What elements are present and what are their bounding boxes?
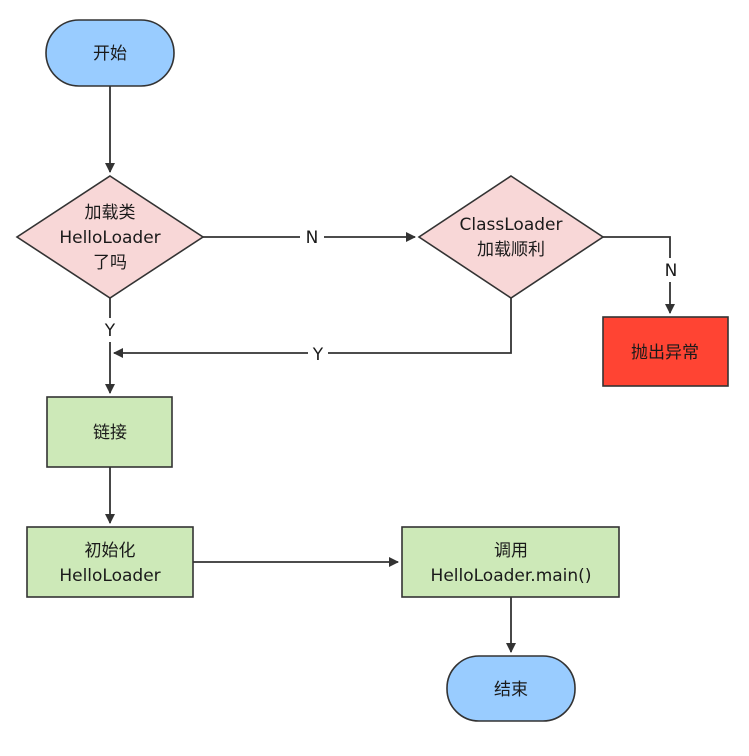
edge-label-loaded-yes: Y <box>104 321 116 341</box>
edge-label-loaded-no: N <box>306 228 319 248</box>
decision-classloader-line2: 加载顺利 <box>477 240 545 260</box>
edge-label-classloader-yes: Y <box>312 345 324 365</box>
decision-loaded-line1: 加载类 <box>85 203 136 223</box>
edge-classloader-no <box>603 236 675 314</box>
decision-loaded-line3: 了吗 <box>93 253 127 273</box>
end-label: 结束 <box>494 680 528 700</box>
throw-exception-label: 抛出异常 <box>631 343 699 363</box>
edge-classloader-yes <box>113 298 512 358</box>
link-label: 链接 <box>93 423 127 443</box>
start-node: 开始 <box>45 19 175 87</box>
link-node: 链接 <box>46 396 173 468</box>
decision-loaded-line2: HelloLoader <box>59 228 160 248</box>
decision-loaded-node: 加载类 HelloLoader 了吗 <box>15 175 205 299</box>
initialize-line2: HelloLoader <box>59 566 160 586</box>
throw-exception-node: 抛出异常 <box>602 316 729 387</box>
end-node: 结束 <box>446 655 576 722</box>
call-main-node: 调用 HelloLoader.main() <box>401 526 620 598</box>
decision-classloader-node: ClassLoader 加载顺利 <box>417 175 605 299</box>
call-main-line1: 调用 <box>494 541 528 561</box>
start-label: 开始 <box>93 44 127 64</box>
initialize-node: 初始化 HelloLoader <box>26 526 194 598</box>
initialize-line1: 初始化 <box>85 541 136 561</box>
call-main-line2: HelloLoader.main() <box>431 566 592 586</box>
decision-classloader-line1: ClassLoader <box>460 215 563 235</box>
edge-label-classloader-no: N <box>665 261 678 281</box>
